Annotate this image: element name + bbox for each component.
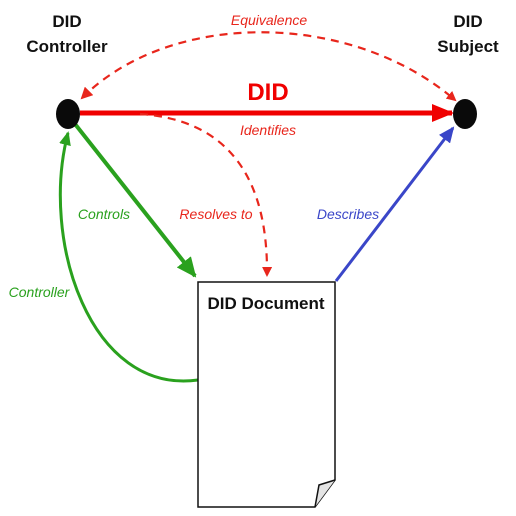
subject-label-line1: DID [453,12,482,31]
controller-node [56,99,80,129]
subject-node [453,99,477,129]
did-label: DID [247,79,288,106]
document-label: DID Document [207,294,324,313]
controller-edge-label: Controller [9,284,71,300]
equivalence-edge [80,31,457,102]
describes-edge [334,126,455,282]
controller-label-line1: DID [52,12,81,31]
identifies-label: Identifies [240,122,296,138]
resolves-to-label: Resolves to [179,206,252,222]
controller-edge [58,131,199,383]
controls-edge [73,122,197,278]
document-node [197,281,336,508]
subject-label-line2: Subject [437,37,499,56]
controller-label-line2: Controller [26,37,108,56]
resolves-to-edge [139,112,273,277]
describes-label: Describes [317,206,379,222]
controls-label: Controls [78,206,130,222]
equivalence-label: Equivalence [231,12,307,28]
